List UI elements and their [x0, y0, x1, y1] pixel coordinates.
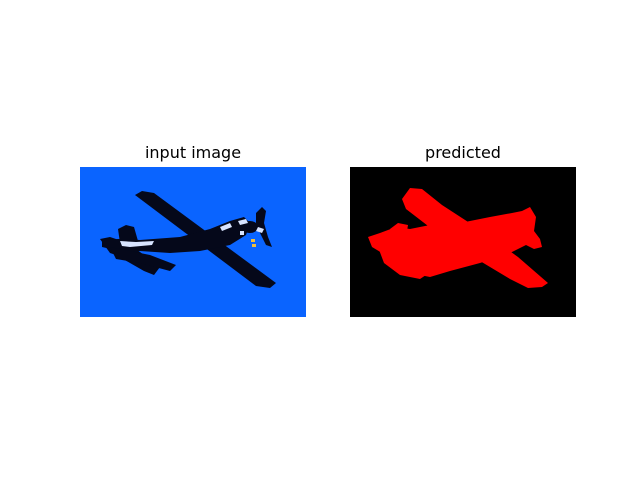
input-image-title: input image — [144, 143, 242, 162]
airplane-highlights — [120, 219, 264, 247]
predicted-title: predicted — [425, 143, 501, 162]
input-image — [80, 167, 306, 317]
propeller-tip-stripes — [251, 239, 256, 247]
airplane-mask — [368, 188, 548, 288]
predicted-mask-image — [350, 167, 576, 317]
